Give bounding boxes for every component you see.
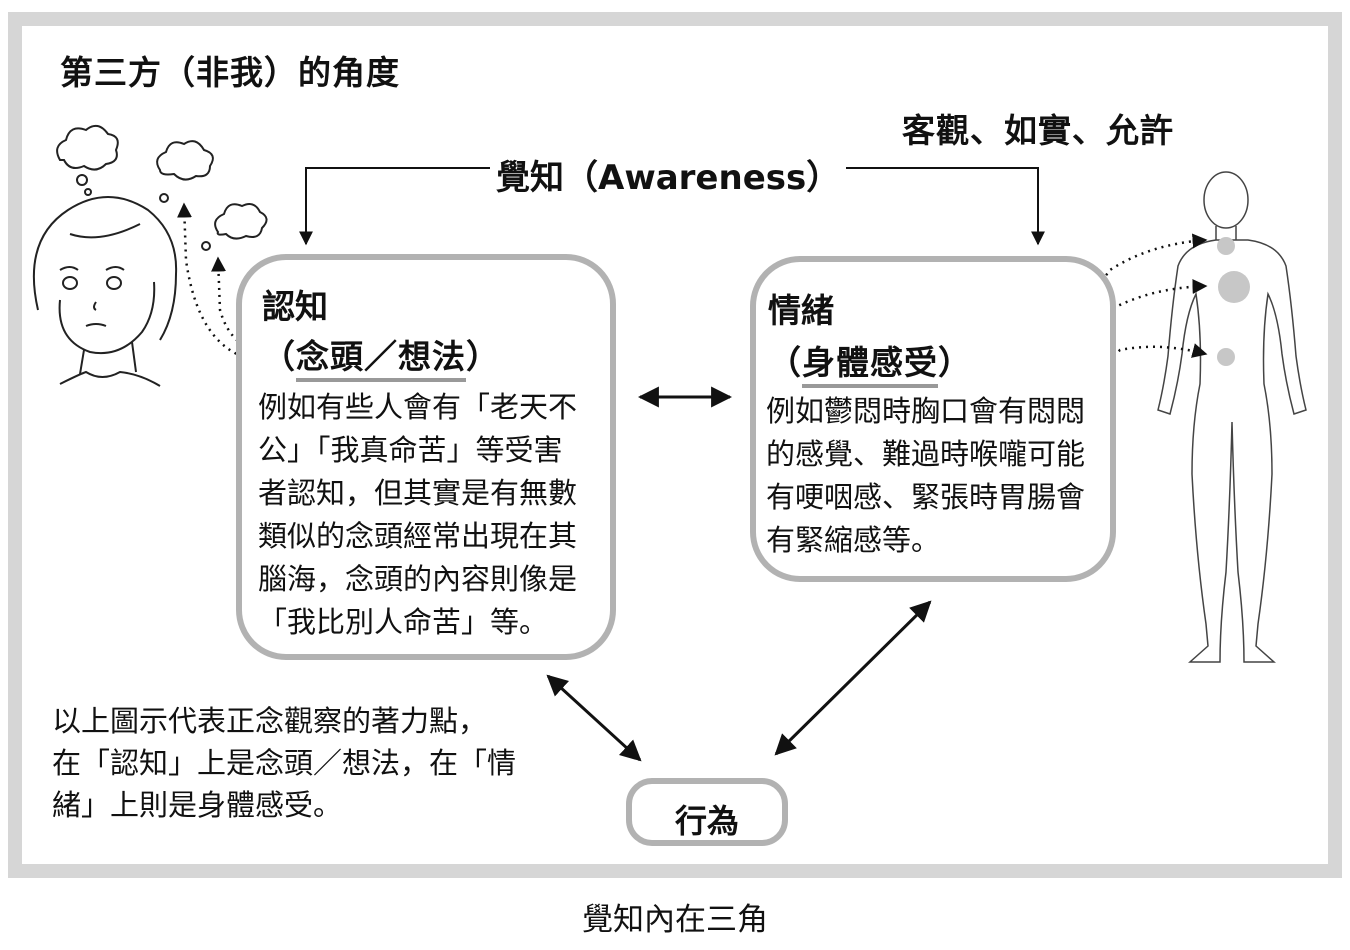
- awareness-label: 覺知（Awareness）: [490, 150, 847, 199]
- human-body-icon: [1157, 171, 1307, 663]
- behavior-box: 行為: [626, 778, 788, 846]
- emotion-subtitle-open: （: [768, 343, 802, 382]
- emotion-description: 例如鬱悶時胸口會有悶悶 的感覺、難過時喉嚨可能 有哽咽感、緊張時胃腸會 有緊縮感…: [766, 394, 1086, 557]
- emotion-behavior-arrow: [774, 600, 932, 756]
- cognition-subtitle: （念頭／想法）: [262, 330, 500, 382]
- cognition-description: 例如有些人會有「老天不 公」「我真命苦」等受害 者認知，但其實是有無數 類似的念…: [258, 390, 578, 639]
- emotion-box: [750, 256, 1116, 582]
- relation-arrows: [546, 386, 932, 762]
- emotion-subtitle: （身體感受）: [768, 336, 972, 388]
- cognition-subtitle-close: ）: [466, 337, 500, 376]
- emotion-subtitle-close: ）: [938, 343, 972, 382]
- thought-bubbles-icon: [56, 124, 268, 251]
- awareness-arrows: [299, 167, 1045, 246]
- cognition-box: [236, 254, 616, 660]
- explanation-note: 以上圖示代表正念觀察的著力點， 在「認知」上是念頭／想法，在「情 緒」上則是身體…: [52, 704, 517, 822]
- cognition-behavior-arrow: [546, 674, 642, 762]
- behavior-label: 行為: [674, 802, 739, 840]
- emotion-subtitle-text: 身體感受: [802, 343, 938, 388]
- body-pointers: [983, 233, 1208, 376]
- attitude-label: 客觀、如實、允許: [902, 111, 1174, 150]
- woman-head-icon: [32, 196, 178, 387]
- figure-caption: 覺知內在三角: [582, 902, 768, 938]
- cognition-subtitle-text: 念頭／想法: [296, 337, 466, 382]
- cognition-subtitle-open: （: [262, 337, 296, 376]
- emotion-title: 情緒: [768, 291, 834, 330]
- cognition-title: 認知: [262, 287, 328, 326]
- page-title: 第三方（非我）的角度: [60, 53, 400, 92]
